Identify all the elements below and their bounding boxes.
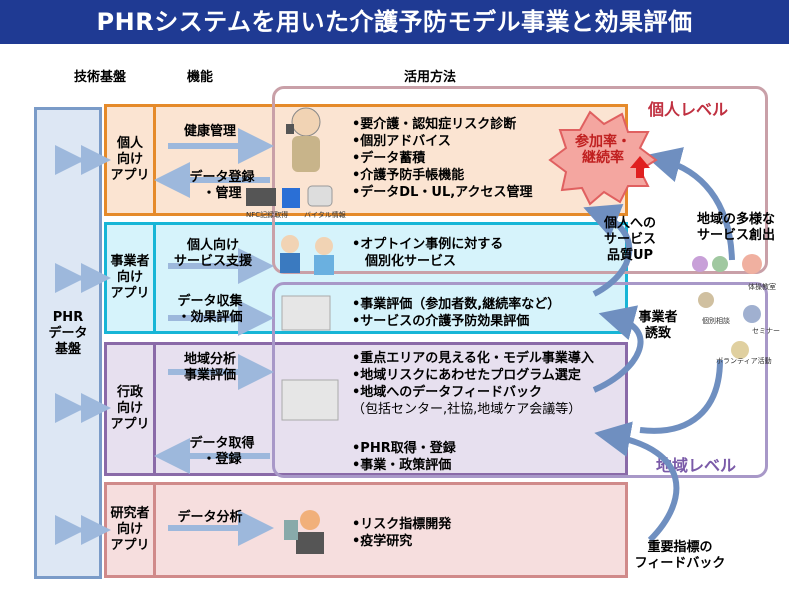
function-health: 健康管理	[183, 124, 236, 139]
function-data-get: データ取得 ・登録	[189, 436, 255, 467]
list-item: •介護予防手帳機能	[352, 168, 465, 183]
function-data-collect: データ収集 ・効果評価	[177, 294, 243, 325]
function-arrows	[154, 128, 274, 546]
list-item: •データDL・UL,アクセス管理	[352, 185, 533, 200]
list-item: •個別アドバイス	[352, 134, 451, 149]
role-individual-app: 個人 向け アプリ	[104, 104, 156, 216]
participation-rate-label: 参加率・ 継続率	[575, 134, 631, 166]
usage-personal-support-list: •オプトイン事例に対する 個別化サービス	[352, 236, 503, 270]
nfc-label: NFC記録取得	[246, 211, 289, 219]
elder-figure-icon	[286, 107, 321, 172]
feedback-label: 重要指標の フィードバック	[634, 540, 726, 571]
double-arrows	[55, 145, 111, 545]
list-item: •地域へのデータフィードバック	[352, 385, 543, 400]
vital-label: バイタル情報	[304, 211, 346, 219]
usage-research-list: •リスク指標開発 •疫学研究	[352, 516, 451, 550]
level-regional-label: 地域レベル	[656, 456, 737, 475]
list-item: •重点エリアの見える化・モデル事業導入	[352, 351, 594, 366]
usage-business-list: •事業評価（参加者数,継続率など） •サービスの介護予防効果評価	[352, 296, 560, 330]
service-quality-label: 個人への サービス 品質UP	[603, 216, 656, 263]
list-item: 個別化サービス	[352, 254, 457, 269]
level-individual-label: 個人レベル	[648, 100, 729, 119]
usage-individual-list: •要介護・認知症リスク診断 •個別アドバイス •データ蓄積 •介護予防手帳機能 …	[352, 116, 533, 201]
list-item: •疫学研究	[352, 534, 413, 549]
title-bar	[0, 0, 789, 44]
phr-data-base-label: PHR データ 基盤	[48, 310, 88, 357]
level-individual-box	[272, 86, 768, 274]
diverse-services-icon	[692, 254, 762, 359]
diverse-label-0: 体操教室	[748, 283, 776, 291]
list-item: •事業・政策評価	[352, 458, 452, 473]
meeting-photo-icon	[281, 295, 339, 421]
list-item: •データ蓄積	[352, 151, 426, 166]
list-item: （包括センター,社協,地域ケア会議等）	[352, 402, 582, 417]
phr-data-base	[34, 107, 102, 579]
feedback-arrows	[583, 147, 735, 543]
diverse-label-3: ボランティア活動	[716, 357, 772, 365]
burst-shape	[548, 110, 658, 206]
list-item: •リスク指標開発	[352, 517, 452, 532]
header-usage: 活用方法	[403, 70, 456, 85]
staff-figures-icon	[280, 235, 334, 275]
list-item: •オプトイン事例に対する	[352, 237, 504, 252]
role-research-app: 研究者 向け アプリ	[104, 482, 156, 578]
devices-icon	[246, 185, 333, 208]
business-attraction-label: 事業者 誘致	[638, 310, 678, 341]
list-item: •PHR取得・登録	[352, 441, 456, 456]
diverse-label-2: セミナー	[752, 327, 780, 335]
diverse-label-1: 個別相談	[702, 317, 730, 325]
list-item: •事業評価（参加者数,継続率など）	[352, 297, 561, 312]
researcher-icon	[284, 510, 324, 554]
diverse-services-label: 地域の多様な サービス創出	[696, 212, 775, 243]
function-data-analysis: データ分析	[177, 510, 243, 525]
list-item: •地域リスクにあわせたプログラム選定	[352, 368, 581, 383]
usage-admin2-list: •PHR取得・登録 •事業・政策評価	[352, 440, 456, 474]
header-tech: 技術基盤	[73, 70, 126, 85]
role-business-app: 事業者 向け アプリ	[104, 222, 156, 334]
usage-admin-list: •重点エリアの見える化・モデル事業導入 •地域リスクにあわせたプログラム選定 •…	[352, 350, 594, 418]
function-region-analysis: 地域分析 事業評価	[183, 352, 236, 383]
function-personal-support: 個人向け サービス支援	[173, 238, 252, 269]
function-data-register: データ登録 ・管理	[189, 170, 255, 201]
list-item: •サービスの介護予防効果評価	[352, 314, 530, 329]
page-title: PHRシステムを用いた介護予防モデル事業と効果評価	[96, 8, 693, 36]
header-function: 機能	[186, 70, 213, 85]
list-item: •要介護・認知症リスク診断	[352, 117, 517, 132]
